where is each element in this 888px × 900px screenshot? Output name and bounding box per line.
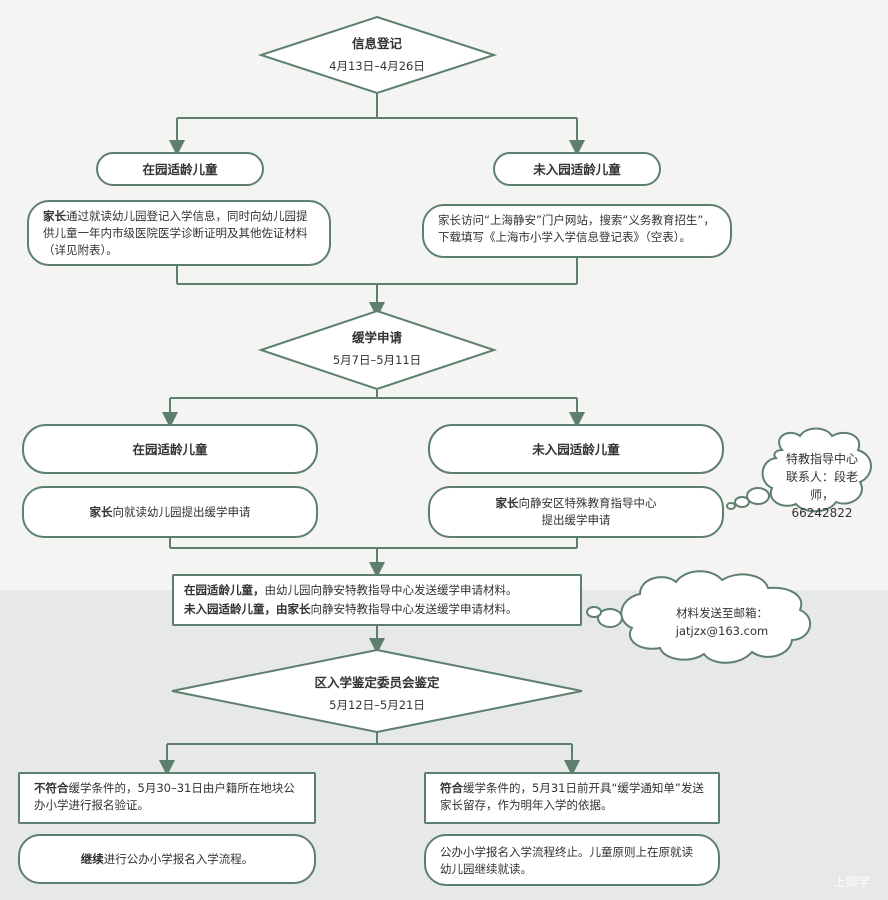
send-materials-box: 在园适龄儿童，由幼儿园向静安特教指导中心发送缓学申请材料。 未入园适龄儿童，由家… xyxy=(172,574,582,626)
result-left2-text: 进行公办小学报名入学流程。 xyxy=(103,851,254,866)
stage2-right-note: 家长向静安区特殊教育指导中心 提出缓学申请 xyxy=(428,486,724,538)
stage2-left-header: 在园适龄儿童 xyxy=(22,424,318,474)
email-cloud-bubble-1 xyxy=(597,608,623,628)
stage2-right-note-line1: 向静安区特殊教育指导中心 xyxy=(518,496,657,510)
stage3-title: 区入学鉴定委员会鉴定 xyxy=(314,675,440,690)
stage2-date: 5月7日–5月11日 xyxy=(332,353,422,367)
diamond-stage1-shape xyxy=(257,15,498,95)
result-right-bold: 符合 xyxy=(440,781,463,795)
stage1-left-header: 在园适龄儿童 xyxy=(96,152,264,186)
diamond-stage1: 信息登记 4月13日–4月26日 xyxy=(297,33,457,74)
stage1-left-note-text: 通过就读幼儿园登记入学信息，同时向幼儿园提供儿童一年内市级医院医学诊断证明及其他… xyxy=(43,209,308,257)
contact-cloud-line2: 联系人：段老师， xyxy=(785,470,858,502)
contact-cloud-line3: 66242822 xyxy=(791,506,853,520)
stage1-left-note: 家长通过就读幼儿园登记入学信息，同时向幼儿园提供儿童一年内市级医院医学诊断证明及… xyxy=(27,200,331,266)
contact-cloud-line1: 特教指导中心 xyxy=(785,452,858,466)
diamond-stage3: 区入学鉴定委员会鉴定 5月12日–5月21日 xyxy=(272,672,482,713)
result-right2-text: 公办小学报名入学流程终止。儿童原则上在原就读幼儿园继续就读。 xyxy=(440,845,693,876)
stage1-left-note-bold: 家长 xyxy=(43,209,66,223)
stage1-right-note-text: 家长访问“上海静安”门户网站，搜索“义务教育招生”，下载填写《上海市小学入学信息… xyxy=(438,213,715,244)
result-continue: 继续进行公办小学报名入学流程。 xyxy=(18,834,316,884)
email-cloud-text: 材料发送至邮箱：jatjzx@163.com xyxy=(675,606,769,638)
stage2-right-note-line2: 提出缓学申请 xyxy=(541,513,611,527)
result-terminate: 公办小学报名入学流程终止。儿童原则上在原就读幼儿园继续就读。 xyxy=(424,834,720,886)
result-not-qualified: 不符合缓学条件的，5月30–31日由户籍所在地块公办小学进行报名验证。 xyxy=(18,772,316,824)
contact-cloud-bubble-1 xyxy=(746,487,770,505)
watermark: 上卿学 xyxy=(833,875,870,889)
contact-cloud-shape xyxy=(761,427,872,513)
stage1-right-header-label: 未入园适龄儿童 xyxy=(533,161,621,177)
contact-cloud-bubble-3 xyxy=(726,502,736,510)
stage2-right-note-bold: 家长 xyxy=(495,496,519,510)
result-left-text: 缓学条件的，5月30–31日由户籍所在地块公办小学进行报名验证。 xyxy=(34,781,295,812)
email-cloud-shape xyxy=(620,570,812,664)
stage2-left-note-text: 向就读幼儿园提出缓学申请 xyxy=(112,504,251,519)
stage2-left-note-bold: 家长 xyxy=(89,504,113,519)
email-cloud: 材料发送至邮箱：jatjzx@163.com xyxy=(632,604,812,640)
contact-cloud-bubble-2 xyxy=(734,496,750,508)
send-line1-text: 由幼儿园向静安特教指导中心发送缓学申请材料。 xyxy=(264,583,518,597)
result-left2-bold: 继续 xyxy=(80,851,104,866)
stage1-right-header: 未入园适龄儿童 xyxy=(493,152,661,186)
send-line1-bold: 在园适龄儿童， xyxy=(184,583,265,597)
stage2-left-header-label: 在园适龄儿童 xyxy=(132,441,208,457)
stage2-left-note: 家长向就读幼儿园提出缓学申请 xyxy=(22,486,318,538)
stage2-right-header: 未入园适龄儿童 xyxy=(428,424,724,474)
stage1-date: 4月13日–4月26日 xyxy=(329,59,425,73)
stage1-title: 信息登记 xyxy=(351,36,402,51)
stage2-title: 缓学申请 xyxy=(351,330,402,345)
email-cloud-bubble-2 xyxy=(586,606,602,618)
send-line2-bold: 未入园适龄儿童，由家长 xyxy=(184,602,311,616)
diamond-stage2-shape xyxy=(257,309,498,391)
result-right-text: 缓学条件的，5月31日前开具“缓学通知单”发送家长留存，作为明年入学的依据。 xyxy=(440,781,704,812)
stage1-right-note: 家长访问“上海静安”门户网站，搜索“义务教育招生”，下载填写《上海市小学入学信息… xyxy=(422,204,732,258)
contact-cloud: 特教指导中心 联系人：段老师， 66242822 xyxy=(776,450,868,522)
diamond-stage3-shape xyxy=(171,648,583,734)
send-line2-text: 向静安特教指导中心发送缓学申请材料。 xyxy=(310,602,518,616)
stage3-date: 5月12日–5月21日 xyxy=(329,698,425,712)
result-qualified: 符合缓学条件的，5月31日前开具“缓学通知单”发送家长留存，作为明年入学的依据。 xyxy=(424,772,720,824)
stage2-right-header-label: 未入园适龄儿童 xyxy=(532,441,620,457)
diamond-stage2: 缓学申请 5月7日–5月11日 xyxy=(297,327,457,368)
stage1-left-header-label: 在园适龄儿童 xyxy=(142,161,218,177)
result-left-bold: 不符合 xyxy=(34,781,69,795)
